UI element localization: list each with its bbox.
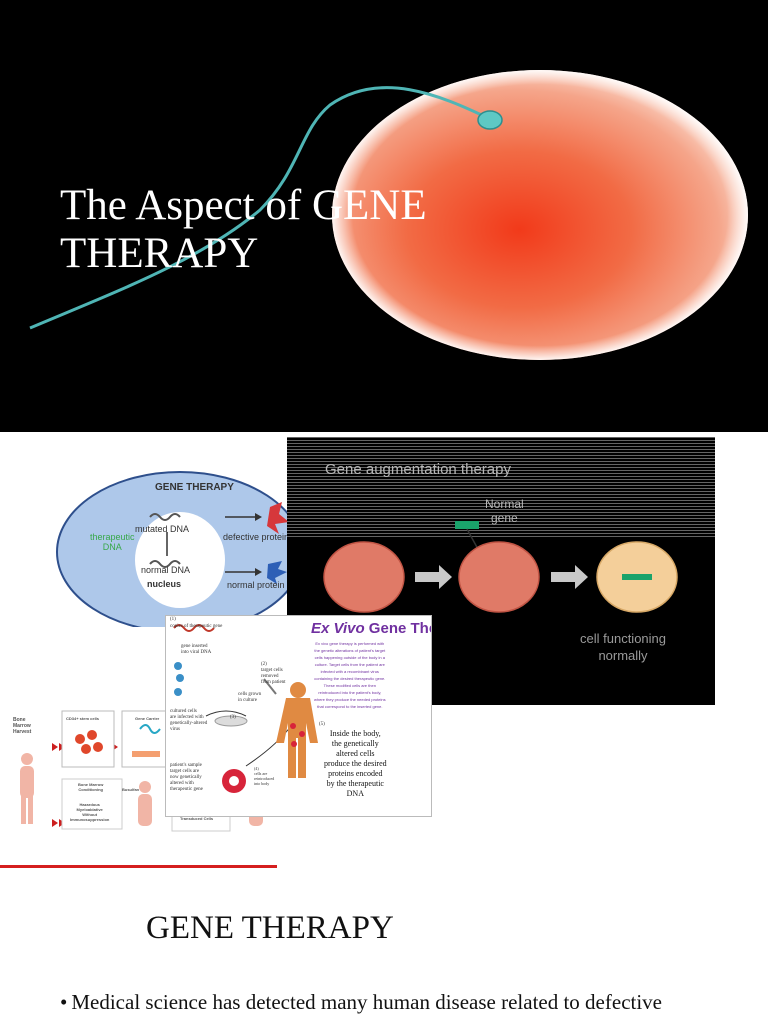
step2-label: (2) target cells removed from patient	[261, 662, 286, 685]
normal-dna-label: normal DNA	[141, 565, 191, 575]
ex-vivo-title-italic: Ex Vivo	[311, 620, 365, 637]
conditioning-label: Bone Marrow Conditioning	[78, 782, 104, 792]
bullet-dot-icon: •	[60, 990, 68, 1014]
step3-label: (3)	[230, 715, 236, 720]
gene-inserted-label: gene inserted into viral DNA	[181, 644, 212, 655]
nucleus-diagram-heading: GENE THERAPY	[155, 482, 234, 493]
ex-vivo-title-rest: Gene Therapy	[368, 620, 431, 637]
cells-grown-label: cells grown in culture	[238, 692, 262, 703]
patient-sample-label: patient's sample target cells are now ge…	[170, 763, 203, 792]
cell-functioning-caption: cell functioning normally	[580, 631, 666, 663]
step4-label: (4) cells are reintroduced into body	[254, 766, 275, 786]
slide-title: The Aspect of GENE THERAPY	[60, 182, 427, 277]
mutated-dna-label: mutated DNA	[135, 524, 190, 534]
gene-therapy-nucleus-diagram: GENE THERAPY therapeutic DNA mutated DNA…	[55, 452, 305, 633]
augmentation-heading: Gene augmentation therapy	[325, 461, 511, 478]
busulfan-label: Busulfan	[122, 787, 140, 792]
stem-cells-label: CD34+ stem cells	[66, 716, 100, 721]
gene-carrier-label: Gene Carrier	[135, 716, 160, 721]
inside-body-caption: Inside the body, the genetically altered…	[324, 729, 387, 798]
egg-and-sperm-illustration	[29, 70, 748, 360]
augmentation-diagram-svg	[287, 437, 715, 613]
myeloablative-label: Hazardous Myeloablative Without Immunosu…	[70, 802, 110, 822]
section-heading: GENE THERAPY	[146, 910, 394, 946]
cultured-cells-label: cultured cells are infected with genetic…	[170, 709, 208, 732]
bone-marrow-harvest-label: Bone Marrow Harvest	[13, 717, 32, 735]
ex-vivo-gene-therapy-diagram: Ex Vivo Gene Therapy (1) copies of thera…	[165, 615, 432, 817]
bullet-text: Medical science has detected many human …	[71, 990, 663, 1014]
ex-vivo-description: Ex vivo gene therapy is performed with t…	[314, 641, 386, 709]
title-slide: The Aspect of GENE THERAPY	[0, 0, 768, 432]
bullet-item: •Medical science has detected many human…	[60, 990, 662, 1015]
step5-label: (5)	[319, 722, 325, 727]
defective-protein-label: defective protein	[223, 532, 290, 542]
therapeutic-dna-label: therapeutic DNA	[90, 532, 135, 552]
normal-gene-label: Normal gene	[485, 497, 524, 525]
normal-protein-label: normal protein	[227, 580, 285, 590]
ex-vivo-title: Ex Vivo Gene Therapy	[311, 620, 431, 637]
step1-label: (1) copies of therapeutic gene	[170, 617, 223, 629]
diagram-collage: GENE THERAPY therapeutic DNA mutated DNA…	[0, 432, 768, 882]
nucleus-label: nucleus	[147, 579, 182, 589]
ex-vivo-diagram-svg	[173, 624, 318, 793]
